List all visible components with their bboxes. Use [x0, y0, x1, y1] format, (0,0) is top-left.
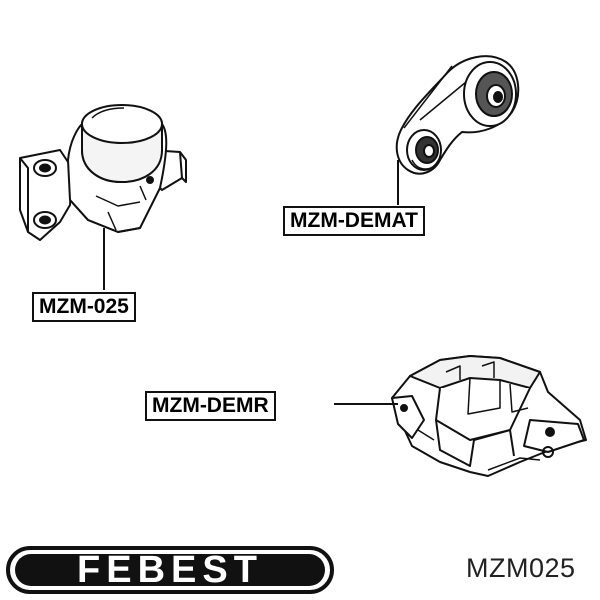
- part-label-mzm-025: MZM-025: [32, 292, 136, 322]
- torque-rod-mount-drawing: [395, 55, 520, 175]
- brand-name: FEBEST: [77, 548, 263, 591]
- part-label-mzm-demr: MZM-DEMR: [145, 391, 276, 421]
- part-label-mzm-demat: MZM-DEMAT: [283, 206, 425, 236]
- febest-logo: FEBEST: [6, 545, 334, 595]
- febest-logo-frame: [6, 546, 334, 594]
- transmission-mount-drawing: [391, 355, 587, 477]
- engine-mount-drawing: [19, 104, 187, 241]
- part-number: MZM025: [466, 553, 576, 583]
